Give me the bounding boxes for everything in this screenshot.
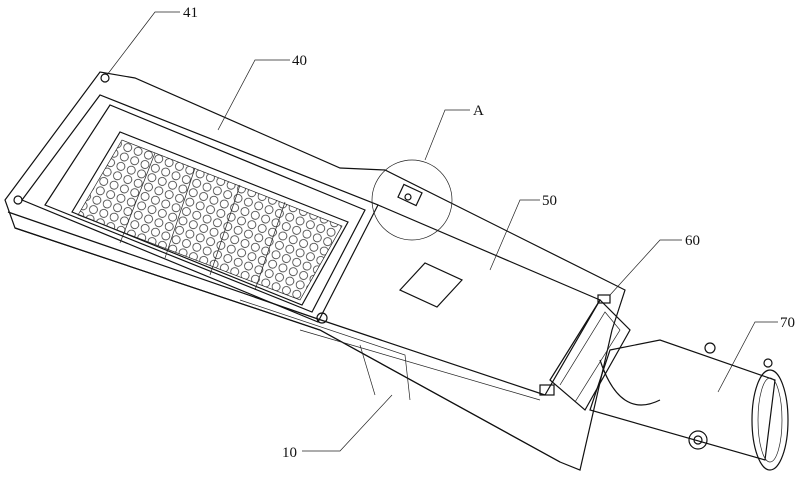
- housing-10: [4, 71, 626, 471]
- label-10: 10: [282, 445, 297, 461]
- cover-panel-50: [371, 159, 601, 396]
- label-40: 40: [292, 53, 307, 69]
- light-module-40: [13, 73, 379, 324]
- mounting-bracket-70: [589, 339, 789, 471]
- label-41: 41: [183, 5, 198, 21]
- label-70: 70: [780, 315, 795, 331]
- detail-circle-A: [371, 159, 453, 241]
- screw-41: [100, 73, 110, 83]
- hinge-60: [539, 294, 631, 411]
- label-60: 60: [685, 233, 700, 249]
- label-50: 50: [542, 193, 557, 209]
- reference-labels: 41 40 A 50 60 70 10: [106, 5, 795, 461]
- access-plate: [398, 262, 464, 308]
- label-A: A: [473, 103, 484, 119]
